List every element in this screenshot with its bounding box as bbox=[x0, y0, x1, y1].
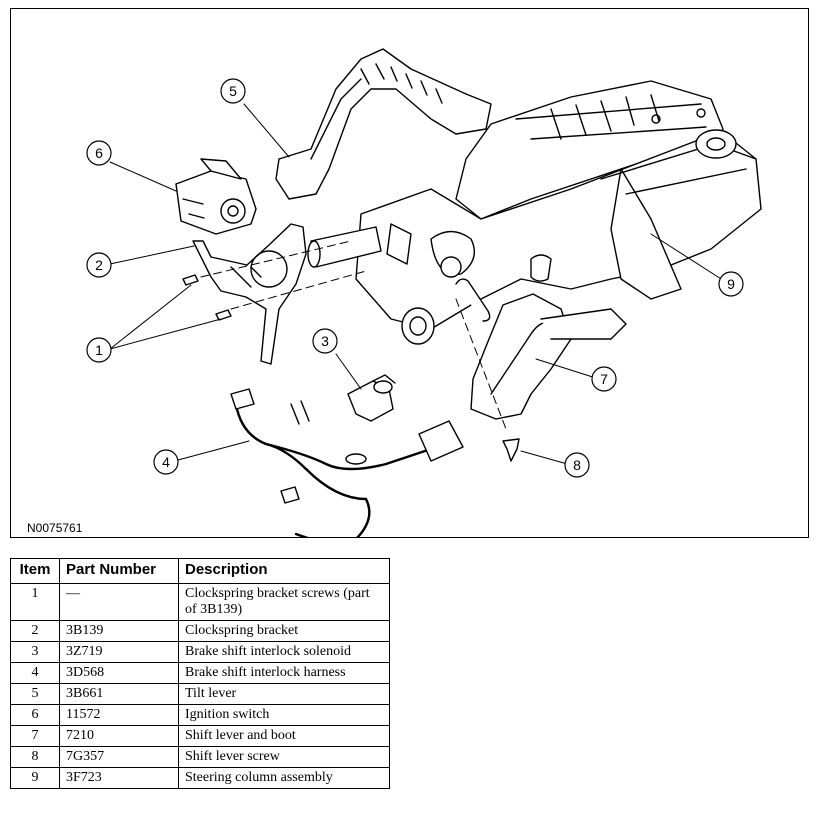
svg-text:8: 8 bbox=[573, 457, 581, 473]
cell-description: Brake shift interlock harness bbox=[178, 662, 390, 684]
cell-description: Brake shift interlock solenoid bbox=[178, 641, 390, 663]
cell-item: 2 bbox=[10, 620, 60, 642]
cell-description: Clockspring bracket bbox=[178, 620, 390, 642]
cell-part-number: 3B661 bbox=[59, 683, 179, 705]
callout-6: 6 bbox=[86, 140, 112, 166]
cell-item: 8 bbox=[10, 746, 60, 768]
cell-part-number: 3F723 bbox=[59, 767, 179, 789]
clockspring-bracket bbox=[192, 223, 307, 365]
brake-shift-interlock-solenoid bbox=[347, 374, 396, 422]
svg-text:5: 5 bbox=[229, 83, 237, 99]
table-row: 2 3B139 Clockspring bracket bbox=[10, 620, 390, 642]
table-row: 4 3D568 Brake shift interlock harness bbox=[10, 662, 390, 684]
leader-lines bbox=[109, 103, 730, 466]
svg-text:7: 7 bbox=[600, 371, 608, 387]
cell-item: 9 bbox=[10, 767, 60, 789]
table-header-row: Item Part Number Description bbox=[10, 558, 390, 584]
table-row: 6 11572 Ignition switch bbox=[10, 704, 390, 726]
callout-5: 5 bbox=[220, 78, 246, 104]
brake-shift-interlock-harness bbox=[230, 388, 464, 537]
cell-item: 6 bbox=[10, 704, 60, 726]
table-row: 9 3F723 Steering column assembly bbox=[10, 767, 390, 789]
callout-4: 4 bbox=[153, 449, 179, 475]
cell-item: 5 bbox=[10, 683, 60, 705]
table-row: 8 7G357 Shift lever screw bbox=[10, 746, 390, 768]
callouts: 1 2 3 4 5 6 7 8 9 bbox=[86, 78, 744, 478]
shift-lever-and-boot bbox=[455, 278, 627, 430]
cell-description: Steering column assembly bbox=[178, 767, 390, 789]
table-row: 5 3B661 Tilt lever bbox=[10, 683, 390, 705]
cell-part-number: 7210 bbox=[59, 725, 179, 747]
cell-part-number: 3B139 bbox=[59, 620, 179, 642]
table-row: 3 3Z719 Brake shift interlock solenoid bbox=[10, 641, 390, 663]
clockspring-bracket-screws bbox=[182, 240, 367, 321]
callout-8: 8 bbox=[564, 452, 590, 478]
cell-part-number: — bbox=[59, 583, 179, 621]
cell-description: Tilt lever bbox=[178, 683, 390, 705]
svg-text:1: 1 bbox=[95, 342, 103, 358]
table-row: 7 7210 Shift lever and boot bbox=[10, 725, 390, 747]
svg-text:2: 2 bbox=[95, 257, 103, 273]
exploded-view-figure: 1 2 3 4 5 6 7 8 9 N0075761 bbox=[10, 8, 809, 538]
cell-description: Ignition switch bbox=[178, 704, 390, 726]
svg-text:4: 4 bbox=[162, 454, 170, 470]
figure-id: N0075761 bbox=[27, 521, 83, 535]
cell-item: 4 bbox=[10, 662, 60, 684]
callout-3: 3 bbox=[312, 328, 338, 354]
cell-part-number: 7G357 bbox=[59, 746, 179, 768]
svg-text:3: 3 bbox=[321, 333, 329, 349]
svg-text:6: 6 bbox=[95, 145, 103, 161]
cell-part-number: 3Z719 bbox=[59, 641, 179, 663]
exploded-view-drawing: 1 2 3 4 5 6 7 8 9 bbox=[86, 48, 762, 537]
header-item: Item bbox=[10, 558, 60, 584]
header-description: Description bbox=[178, 558, 390, 584]
table-row: 1 — Clockspring bracket screws (part of … bbox=[10, 583, 390, 621]
ignition-switch bbox=[175, 158, 257, 235]
callout-2: 2 bbox=[86, 252, 112, 278]
callout-7: 7 bbox=[591, 366, 617, 392]
header-part-number: Part Number bbox=[59, 558, 179, 584]
cell-part-number: 3D568 bbox=[59, 662, 179, 684]
cell-description: Clockspring bracket screws (part of 3B13… bbox=[178, 583, 390, 621]
cell-item: 1 bbox=[10, 583, 60, 621]
svg-text:9: 9 bbox=[727, 276, 735, 292]
cell-part-number: 11572 bbox=[59, 704, 179, 726]
cell-description: Shift lever and boot bbox=[178, 725, 390, 747]
parts-table: Item Part Number Description 1 — Clocksp… bbox=[10, 558, 390, 789]
cell-description: Shift lever screw bbox=[178, 746, 390, 768]
tilt-lever bbox=[275, 48, 492, 200]
shift-lever-screw bbox=[502, 438, 520, 462]
callout-1: 1 bbox=[86, 337, 112, 363]
cell-item: 3 bbox=[10, 641, 60, 663]
cell-item: 7 bbox=[10, 725, 60, 747]
callout-9: 9 bbox=[718, 271, 744, 297]
